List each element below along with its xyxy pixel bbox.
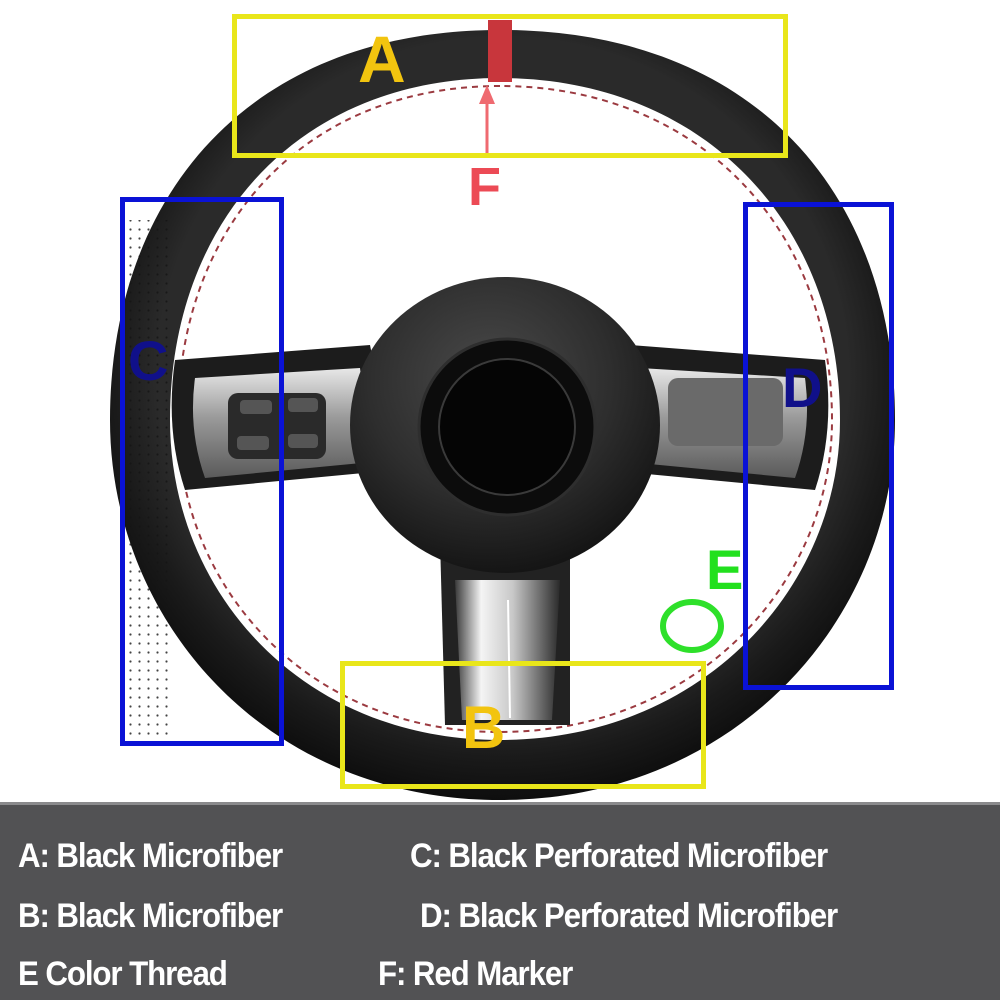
label-f: F xyxy=(468,157,501,217)
right-spoke xyxy=(605,345,829,490)
steering-wheel-photo: A B C D E F xyxy=(110,14,895,800)
seek-rocker xyxy=(288,434,318,448)
region-d-box xyxy=(743,202,894,690)
region-b-box xyxy=(340,661,706,789)
legend-item-c: C: Black Perforated Microfiber xyxy=(410,837,828,875)
steering-button-source xyxy=(288,398,318,412)
steering-button-mode xyxy=(240,400,272,414)
legend-item-f: F: Red Marker xyxy=(378,955,573,993)
label-b: B xyxy=(462,694,506,761)
label-c: C xyxy=(128,329,169,392)
label-e: E xyxy=(706,538,744,601)
red-marker-arrow xyxy=(479,85,495,158)
red-marker xyxy=(488,20,512,82)
wheel-rim xyxy=(110,20,895,800)
label-a: A xyxy=(358,22,406,96)
color-thread-circle xyxy=(660,599,724,653)
legend-item-b: B: Black Microfiber xyxy=(18,897,283,935)
center-hub xyxy=(350,277,660,573)
region-a-box xyxy=(232,14,788,158)
legend-item-e: E Color Thread xyxy=(18,955,228,993)
volume-rocker xyxy=(237,436,269,450)
legend-panel: A: Black Microfiber C: Black Perforated … xyxy=(0,802,1000,1000)
bottom-spoke xyxy=(440,540,570,725)
steering-wheel-illustration xyxy=(110,20,895,800)
label-d: D xyxy=(782,356,823,419)
legend-item-d: D: Black Perforated Microfiber xyxy=(420,897,838,935)
region-c-box xyxy=(120,197,284,746)
legend-item-a: A: Black Microfiber xyxy=(18,837,283,875)
